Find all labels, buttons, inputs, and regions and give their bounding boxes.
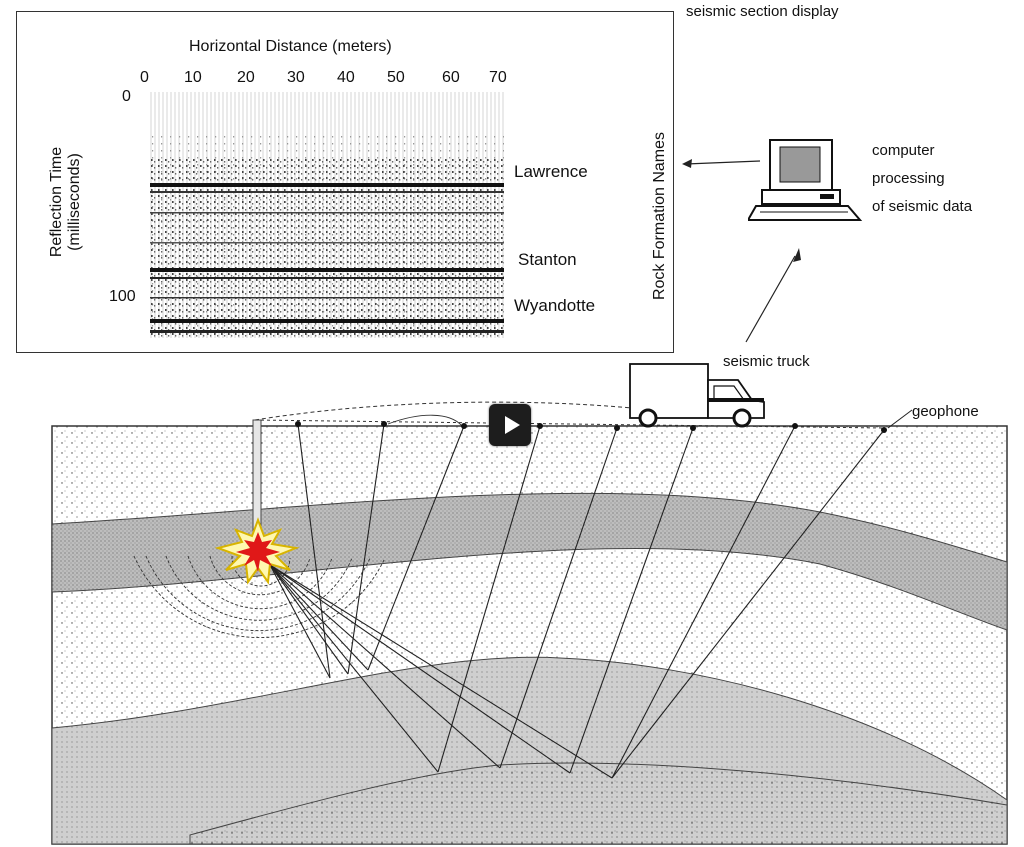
ray-paths: [269, 423, 885, 779]
x-tick-0: 0: [140, 69, 149, 86]
y-tick-0: 0: [122, 88, 131, 105]
y-axis-title: Reflection Time (milliseconds): [48, 117, 84, 287]
formation-stanton: Stanton: [518, 250, 577, 269]
geophone-label: geophone: [912, 403, 979, 420]
computer-label-line3: of seismic data: [872, 198, 973, 215]
computer-icon: [748, 139, 863, 221]
x-tick-40: 40: [337, 69, 355, 86]
explosion-icon: [214, 517, 300, 585]
section-display-caption: seismic section display: [686, 3, 839, 20]
seismic-trace-plot: [150, 92, 504, 338]
geophone-leader: [887, 409, 913, 429]
geophones: [295, 421, 887, 433]
play-button[interactable]: [489, 404, 531, 446]
y-tick-100: 100: [109, 288, 136, 305]
x-tick-10: 10: [184, 69, 202, 86]
x-tick-60: 60: [442, 69, 460, 86]
seismic-truck-label: seismic truck: [723, 353, 810, 370]
x-axis-title: Horizontal Distance (meters): [189, 38, 392, 55]
seismic-section-panel: Horizontal Distance (meters) 0 10 20 30 …: [16, 11, 674, 353]
seismic-truck-icon: [629, 363, 765, 428]
geophone-cable: [254, 419, 885, 429]
layer-bottom: [189, 762, 1007, 844]
x-tick-30: 30: [287, 69, 305, 86]
computer-label: computer processing of seismic data: [872, 137, 972, 221]
arrow-to-computer: [745, 248, 801, 343]
y-axis-title-line2: (milliseconds): [66, 153, 83, 251]
reflector-stanton: [150, 268, 504, 279]
arrow-to-display: [682, 159, 761, 168]
x-tick-70: 70: [489, 69, 507, 86]
cross-section-diagram: [51, 363, 1008, 845]
formation-lawrence: Lawrence: [514, 162, 588, 181]
right-axis-title: Rock Formation Names: [651, 131, 668, 301]
x-tick-50: 50: [387, 69, 405, 86]
reflector-wyandotte: [150, 319, 504, 333]
computer-label-line2: processing: [872, 170, 945, 187]
signal-cable: [254, 401, 633, 421]
play-icon: [505, 416, 520, 434]
x-tick-20: 20: [237, 69, 255, 86]
y-axis-title-line1: Reflection Time: [48, 146, 65, 258]
computer-label-line1: computer: [872, 142, 935, 159]
formation-wyandotte: Wyandotte: [514, 296, 596, 315]
cable-loop: [387, 414, 463, 427]
layer-upper: [52, 492, 1007, 631]
reflector-lawrence: [150, 183, 504, 193]
